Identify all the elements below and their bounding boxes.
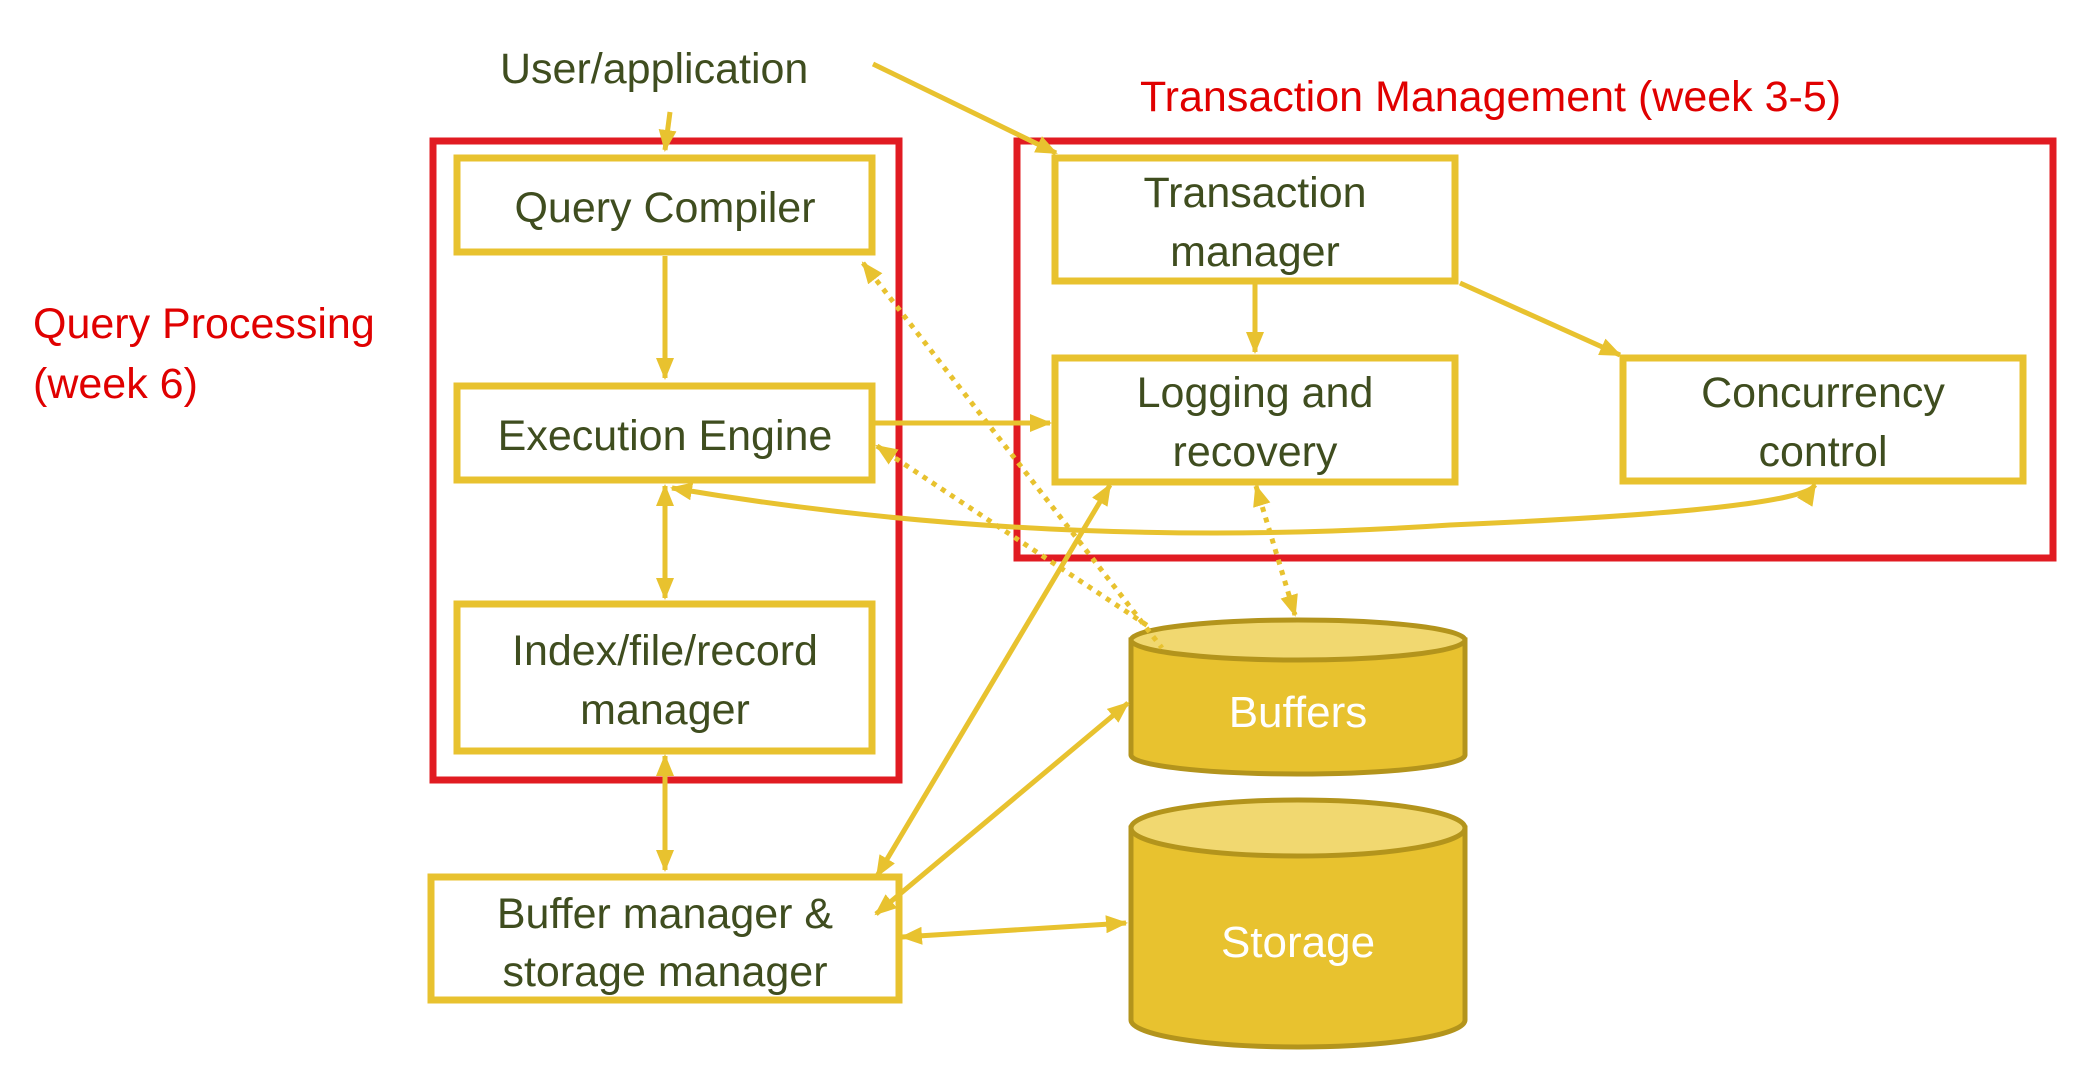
query-processing-label: Query Processing (33, 300, 375, 348)
transaction-manager-node: Transaction manager (1051, 154, 1459, 285)
arrow-user-to-compiler (658, 111, 677, 152)
concurrency-label-line2: control (1758, 428, 1887, 476)
query-compiler-label: Query Compiler (514, 184, 815, 232)
user-application-label: User/application (500, 45, 808, 93)
logging-recovery-node: Logging and recovery (1051, 354, 1459, 486)
execution-engine-node: Execution Engine (453, 382, 876, 484)
arrow-engine-concurrency (670, 482, 1818, 536)
transaction-management-group (1013, 137, 2057, 562)
query-compiler-node: Query Compiler (453, 154, 876, 256)
buffer-manager-label-line1: Buffer manager & (497, 890, 834, 938)
index-manager-label-line1: Index/file/record (512, 627, 818, 675)
transaction-manager-label-line1: Transaction (1143, 169, 1366, 217)
buffers-cylinder: Buffers (1128, 617, 1468, 777)
concurrency-label-line1: Concurrency (1701, 369, 1945, 417)
dotted-arrow-compiler-buffers (861, 261, 1164, 650)
concurrency-control-node: Concurrency control (1619, 354, 2027, 485)
arrow-transaction-to-concurrency (1458, 280, 1622, 358)
buffer-storage-manager-node: Buffer manager & storage manager (427, 873, 903, 1004)
execution-engine-label: Execution Engine (498, 412, 833, 460)
storage-label: Storage (1221, 918, 1375, 967)
query-processing-week-label: (week 6) (33, 360, 198, 408)
arrow-buffer-manager-storage (900, 915, 1128, 945)
logging-label-line2: recovery (1173, 428, 1338, 476)
transaction-manager-label-line2: manager (1170, 228, 1340, 276)
arrow-user-to-transaction-manager (871, 61, 1058, 156)
arrow-buffer-manager-buffers (874, 701, 1130, 916)
dotted-arrow-logging-buffers (1253, 484, 1298, 617)
transaction-management-label: Transaction Management (week 3-5) (1140, 73, 1841, 121)
buffers-label: Buffers (1229, 688, 1368, 737)
buffer-manager-label-line2: storage manager (502, 948, 827, 996)
storage-cylinder: Storage (1128, 797, 1468, 1050)
index-file-record-manager-node: Index/file/record manager (453, 600, 876, 755)
logging-label-line1: Logging and (1137, 369, 1374, 417)
index-manager-label-line2: manager (580, 686, 750, 734)
